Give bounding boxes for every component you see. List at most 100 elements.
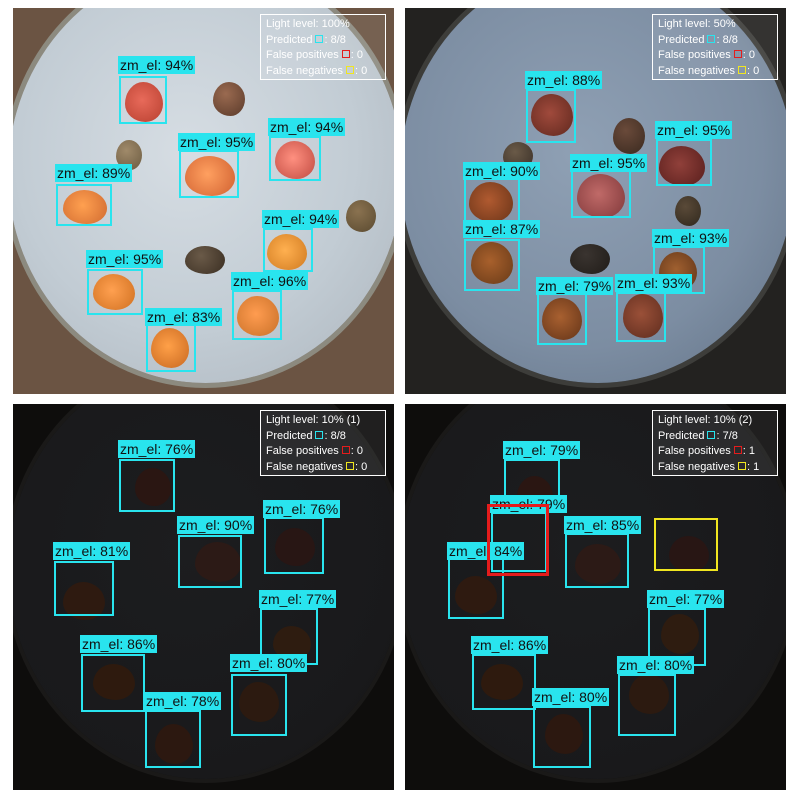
false-negative-box [654,518,718,571]
detection-box [119,76,167,124]
corn-kernel [275,141,315,179]
legend-predicted: Predicted: 7/8 [658,429,738,442]
detection-box [145,710,201,768]
yellow-square-icon [738,65,747,74]
legend: Light level: 10% (2) Predicted: 7/8 Fals… [652,410,778,476]
detection-box [565,533,629,588]
detection-label: zm_el: 95% [570,154,648,172]
detection-box [263,228,313,272]
detection-box [464,239,520,291]
detection-label: zm_el: 80% [230,654,308,672]
corn-kernel [455,576,497,614]
detection-label: zm_el: 94% [118,56,196,74]
seed-other [346,200,376,232]
corn-kernel [542,298,582,340]
detection-box [56,184,112,226]
legend: Light level: 100% Predicted: 8/8 False p… [260,14,386,80]
panel-light-10-1: zm_el: 76% zm_el: 90% zm_el: 76% zm_el: … [13,404,394,790]
detection-box [472,654,536,710]
detection-box [616,292,666,342]
detection-label: zm_el: 93% [615,274,693,292]
legend-light-level: Light level: 100% [266,18,350,30]
corn-kernel [471,242,513,284]
detection-label: zm_el: 88% [525,71,603,89]
panel-light-100: zm_el: 94% zm_el: 95% zm_el: 94% zm_el: … [13,8,394,394]
legend-false-negatives: False negatives: 0 [658,64,760,77]
false-positive-box [487,504,549,576]
corn-kernel [267,234,307,270]
detection-label: zm_el: 90% [177,516,255,534]
detection-label: zm_el: 79% [536,277,614,295]
corn-kernel [151,328,189,368]
detection-box [231,674,287,736]
seed-other [213,82,245,116]
detection-label: zm_el: 95% [655,121,733,139]
corn-kernel [239,682,279,722]
detection-label: zm_el: 87% [463,220,541,238]
legend-false-positives: False positives: 1 [658,445,755,457]
yellow-square-icon [346,65,355,74]
corn-kernel [155,724,193,764]
corn-kernel [63,190,107,224]
corn-kernel [481,664,523,700]
detection-box [656,139,712,186]
corn-kernel [135,468,171,506]
corn-kernel [63,582,105,620]
detection-box [526,89,576,143]
corn-kernel [469,182,513,222]
legend-false-positives: False positives: 0 [266,445,363,457]
cyan-square-icon [707,34,716,43]
cyan-square-icon [315,34,324,43]
detection-box [179,150,239,198]
corn-kernel [659,146,705,186]
corn-kernel [669,536,709,572]
detection-label: zm_el: 95% [86,250,164,268]
detection-label: zm_el: 77% [259,590,337,608]
legend-false-positives: False positives: 0 [658,49,755,61]
legend-false-negatives: False negatives: 1 [658,460,760,473]
red-square-icon [341,446,350,455]
legend-predicted: Predicted: 8/8 [266,33,346,46]
legend: Light level: 10% (1) Predicted: 8/8 Fals… [260,410,386,476]
detection-label: zm_el: 90% [463,162,541,180]
legend-light-level: Light level: 50% [658,18,736,30]
detection-label: zm_el: 93% [652,229,730,247]
detection-label: zm_el: 94% [262,210,340,228]
detection-box [232,290,282,340]
detection-box [178,535,242,588]
detection-label: zm_el: 79% [503,441,581,459]
cyan-square-icon [315,430,324,439]
red-square-icon [341,50,350,59]
legend-false-positives: False positives: 0 [266,49,363,61]
detection-box [54,561,114,616]
detection-box [269,136,321,181]
detection-label: zm_el: 78% [144,692,222,710]
legend-predicted: Predicted: 8/8 [658,33,738,46]
corn-kernel [545,714,583,754]
detection-box [81,654,145,712]
seed-other [185,246,225,274]
legend-false-negatives: False negatives: 0 [266,64,368,77]
corn-kernel [629,674,669,714]
seed-other [570,244,610,274]
detection-label: zm_el: 83% [145,308,223,326]
legend: Light level: 50% Predicted: 8/8 False po… [652,14,778,80]
corn-kernel [93,274,135,310]
panel-light-50: zm_el: 88% zm_el: 95% zm_el: 95% zm_el: … [405,8,786,394]
corn-kernel [661,614,699,654]
detection-label: zm_el: 80% [532,688,610,706]
panel-light-10-2: zm_el: 79% zm_el: 79% zm_el: 85% zm_el: … [405,404,786,790]
detection-label: zm_el: 76% [263,500,341,518]
corn-kernel [577,174,625,218]
detection-box [653,246,705,294]
detection-label: zm_el: 84% [447,542,525,560]
yellow-square-icon [346,461,355,470]
corn-kernel [531,94,573,136]
corn-kernel [275,528,315,566]
legend-predicted: Predicted: 8/8 [266,429,346,442]
detection-box [571,170,631,218]
corn-kernel [237,296,279,336]
detection-box [87,269,143,315]
detection-label: zm_el: 96% [231,272,309,290]
corn-kernel [93,664,135,700]
